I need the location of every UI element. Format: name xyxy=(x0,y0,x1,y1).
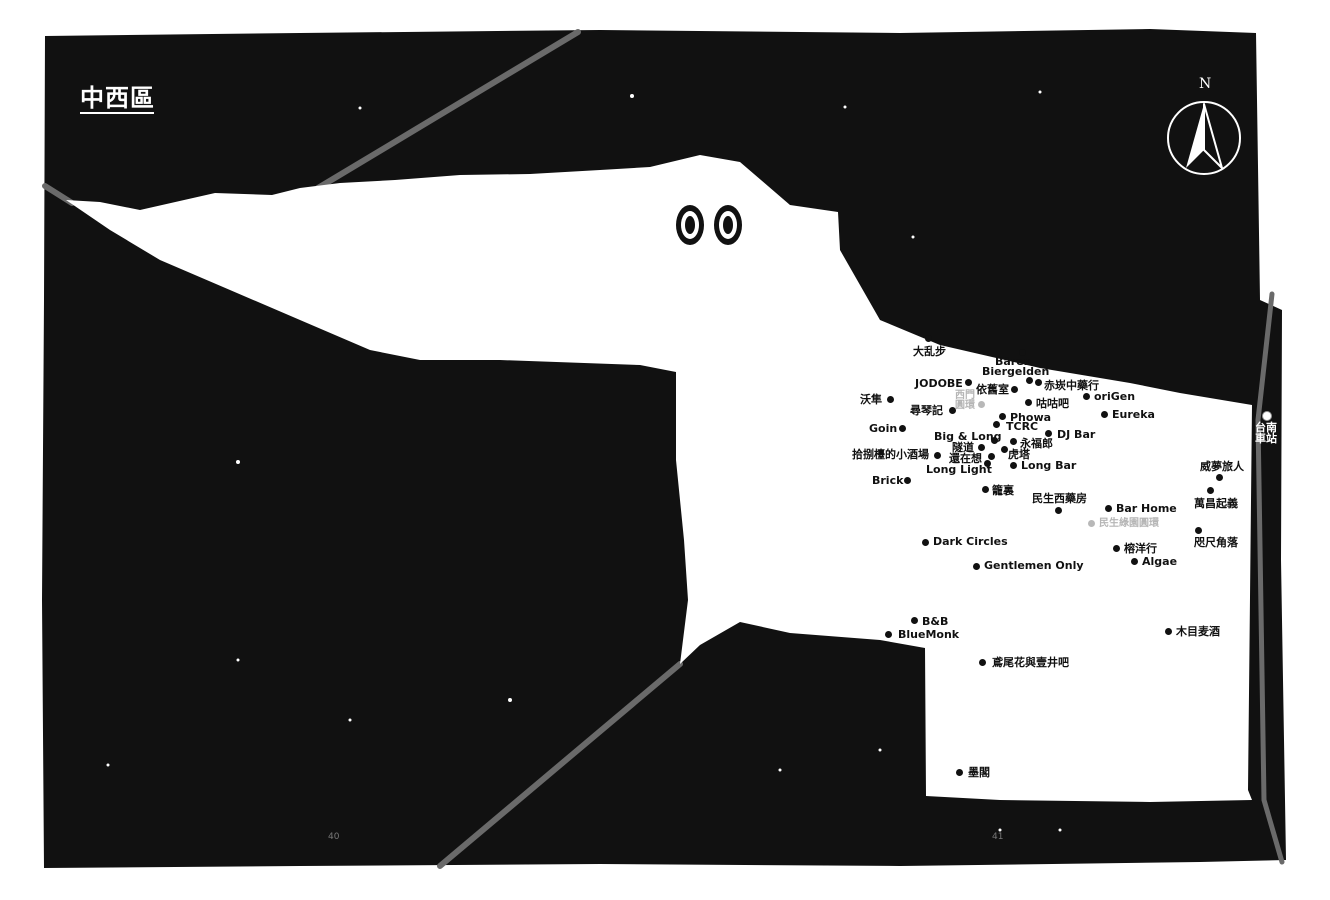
place-label[interactable]: B&B xyxy=(922,615,949,628)
left-eye-pupil xyxy=(685,216,695,234)
place-label[interactable]: 民生西藥房 xyxy=(1032,492,1087,505)
place-label[interactable]: JODOBE xyxy=(915,377,963,390)
landmark-label[interactable]: 西門圓環 xyxy=(955,390,975,411)
place-label[interactable]: 木目麦酒 xyxy=(1176,625,1220,638)
place-label[interactable]: 威夢旅人 xyxy=(1200,460,1244,473)
place-label[interactable]: Long Light xyxy=(926,463,992,476)
place-label[interactable]: Gentlemen Only xyxy=(984,559,1084,572)
place-label[interactable]: Big & Long xyxy=(934,430,1002,443)
place-marker-dot[interactable] xyxy=(1025,376,1033,384)
place-label[interactable]: DJ Bar xyxy=(1057,428,1096,441)
place-marker-dot[interactable] xyxy=(1206,486,1214,494)
place-label[interactable]: Eureka xyxy=(1112,408,1155,421)
page-number-left: 40 xyxy=(328,832,340,842)
page-number-right: 41 xyxy=(992,832,1004,842)
landmark-label[interactable]: 民生綠園圓環 xyxy=(1099,518,1159,529)
place-label[interactable]: TCRC xyxy=(1006,420,1039,433)
place-label[interactable]: Biergelden xyxy=(982,365,1050,378)
place-marker-dot[interactable] xyxy=(886,395,894,403)
place-marker-dot[interactable] xyxy=(998,412,1006,420)
place-label[interactable]: 隧道 xyxy=(952,441,974,454)
landmark-marker-dot[interactable] xyxy=(977,400,985,408)
district-title: 中西區 xyxy=(80,84,155,112)
place-marker-dot[interactable] xyxy=(948,406,956,414)
place-marker-dot[interactable] xyxy=(964,378,972,386)
place-label[interactable]: 榕洋行 xyxy=(1124,542,1157,555)
place-marker-dot[interactable] xyxy=(1024,398,1032,406)
road-east xyxy=(1255,291,1285,865)
place-label[interactable]: 咕咕吧 xyxy=(1036,397,1069,410)
place-marker-dot[interactable] xyxy=(990,436,998,444)
place-marker-dot[interactable] xyxy=(903,476,911,484)
speckles xyxy=(106,90,1062,832)
title-underline xyxy=(80,112,154,114)
station-label: 台南車站 xyxy=(1255,421,1277,445)
place-label[interactable]: 拾捌檯的小酒場 xyxy=(852,448,929,461)
place-label[interactable]: BlueMonk xyxy=(898,628,960,641)
place-label[interactable]: 大乱步 xyxy=(913,345,946,358)
place-marker-dot[interactable] xyxy=(1000,445,1008,453)
district-land xyxy=(66,155,1252,802)
place-label[interactable]: Long Bar xyxy=(1021,459,1077,472)
place-marker-dot[interactable] xyxy=(1018,348,1026,356)
place-marker-dot[interactable] xyxy=(978,658,986,666)
place-marker-dot[interactable] xyxy=(1130,557,1138,565)
place-marker-dot[interactable] xyxy=(921,538,929,546)
place-marker-dot[interactable] xyxy=(933,451,941,459)
road-north xyxy=(315,29,581,191)
place-label[interactable]: 依舊室 xyxy=(976,383,1009,396)
right-eye-pupil xyxy=(723,216,733,234)
place-label[interactable]: 還在想 xyxy=(949,452,982,465)
place-marker-dot[interactable] xyxy=(977,443,985,451)
place-marker-dot[interactable] xyxy=(983,459,991,467)
place-label[interactable]: 咫尺角落 xyxy=(1194,536,1238,549)
place-marker-dot[interactable] xyxy=(992,420,1000,428)
place-marker-dot[interactable] xyxy=(972,562,980,570)
place-label[interactable]: oriGen xyxy=(1094,390,1136,403)
place-marker-dot[interactable] xyxy=(884,630,892,638)
road-south xyxy=(437,661,683,869)
place-label[interactable]: 赤崁中藥行 xyxy=(1044,379,1099,392)
place-label[interactable]: 鳶尾花與壹井吧 xyxy=(992,656,1069,669)
place-label[interactable]: Bären xyxy=(995,355,1032,368)
place-label[interactable]: 萬昌起義 xyxy=(1194,497,1238,510)
place-marker-dot[interactable] xyxy=(1009,461,1017,469)
place-label[interactable]: Algae xyxy=(1142,555,1178,568)
station-marker[interactable] xyxy=(1262,411,1272,421)
place-label[interactable]: 籠裏 xyxy=(992,484,1014,497)
place-label[interactable]: 永福郎 xyxy=(1020,437,1053,450)
place-label[interactable]: 墨閣 xyxy=(968,766,990,779)
compass-icon xyxy=(1167,101,1241,175)
place-label[interactable]: Phowa xyxy=(1010,411,1052,424)
place-marker-dot[interactable] xyxy=(1082,392,1090,400)
compass-north-label: N xyxy=(1199,76,1212,92)
place-label[interactable]: Goin xyxy=(869,422,898,435)
place-marker-dot[interactable] xyxy=(1112,544,1120,552)
place-label[interactable]: 沃隼 xyxy=(860,393,882,406)
place-marker-dot[interactable] xyxy=(1104,504,1112,512)
place-marker-dot[interactable] xyxy=(898,424,906,432)
place-marker-dot[interactable] xyxy=(1034,378,1042,386)
place-marker-dot[interactable] xyxy=(1194,526,1202,534)
place-marker-dot[interactable] xyxy=(1009,437,1017,445)
place-marker-dot[interactable] xyxy=(1100,410,1108,418)
place-label[interactable]: Dark Circles xyxy=(933,535,1008,548)
place-label[interactable]: 尋琴記 xyxy=(910,404,943,417)
landmark-marker-dot[interactable] xyxy=(1087,519,1095,527)
place-marker-dot[interactable] xyxy=(910,616,918,624)
place-label[interactable]: 虎塔 xyxy=(1008,448,1030,461)
place-label[interactable]: Brick xyxy=(872,474,904,487)
place-marker-dot[interactable] xyxy=(1054,506,1062,514)
place-marker-dot[interactable] xyxy=(1010,385,1018,393)
place-marker-dot[interactable] xyxy=(987,452,995,460)
place-marker-dot[interactable] xyxy=(981,485,989,493)
place-marker-dot[interactable] xyxy=(955,768,963,776)
place-marker-dot[interactable] xyxy=(1164,627,1172,635)
place-marker-dot[interactable] xyxy=(1044,429,1052,437)
place-marker-dot[interactable] xyxy=(1215,473,1223,481)
place-marker-dot[interactable] xyxy=(924,334,932,342)
place-label[interactable]: Bar Home xyxy=(1116,502,1177,515)
